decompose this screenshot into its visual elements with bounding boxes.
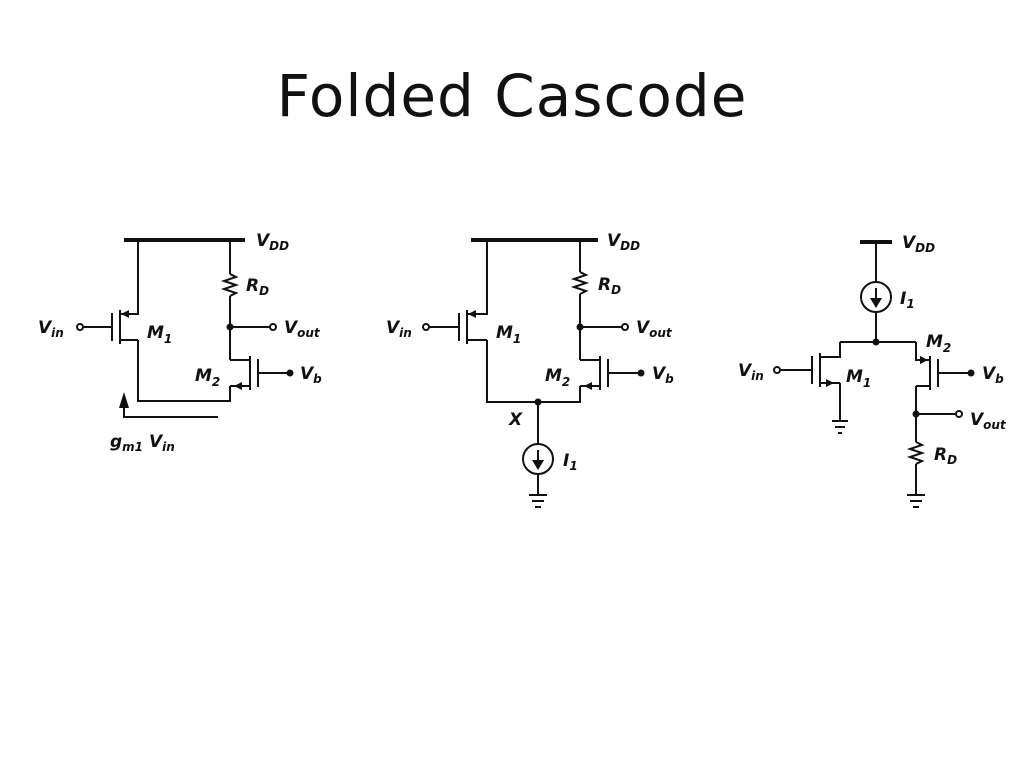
current-arrow-head — [119, 392, 129, 408]
rd-resistor — [570, 271, 590, 295]
m1-drain-wire — [826, 342, 841, 358]
m1-label: M1 — [496, 323, 521, 346]
i1-label: I1 — [900, 289, 915, 311]
i1-arrow-head — [870, 298, 882, 308]
m1-drain-wire — [476, 240, 488, 315]
rd-label: RD — [598, 275, 621, 297]
m1-transistor — [111, 310, 138, 344]
ground-symbol — [529, 494, 547, 508]
ground-symbol — [907, 494, 925, 508]
vdd-label: VDD — [256, 231, 289, 253]
m1-transistor — [458, 310, 487, 344]
rd-label: RD — [246, 276, 269, 298]
circuit-2: VDD Vin M1 X I1 — [386, 231, 674, 508]
vout-terminal — [955, 410, 963, 418]
vin-terminal — [76, 323, 84, 331]
vout-label: Vout — [970, 410, 1007, 432]
vin-label: Vin — [38, 318, 64, 340]
vout-terminal — [621, 323, 629, 331]
m1-label: M1 — [846, 367, 871, 390]
vb-terminal — [286, 369, 294, 377]
circuit-3: VDD I1 Vin M1 — [738, 233, 1007, 508]
vout-label: Vout — [636, 318, 673, 340]
current-label: gm1 Vin — [110, 432, 175, 454]
vb-label: Vb — [652, 364, 674, 386]
slide-title: Folded Cascode — [276, 62, 748, 130]
vout-label: Vout — [284, 318, 321, 340]
fold-wire — [137, 340, 231, 402]
m1-label: M1 — [147, 323, 172, 346]
vdd-label: VDD — [607, 231, 640, 253]
m2-transistor — [230, 356, 259, 390]
vb-label: Vb — [982, 364, 1004, 386]
vin-label: Vin — [386, 318, 412, 340]
vin-label: Vin — [738, 361, 764, 383]
rd-resistor — [906, 441, 926, 465]
current-arrow-line — [123, 408, 218, 418]
i1-arrow-head — [532, 460, 544, 470]
m2-label: M2 — [926, 332, 951, 355]
m2-label: M2 — [545, 366, 570, 389]
rd-label: RD — [934, 445, 957, 467]
vin-terminal — [773, 366, 781, 374]
vout-terminal — [269, 323, 277, 331]
vin-terminal — [422, 323, 430, 331]
m2-transistor — [916, 356, 939, 390]
m2-label: M2 — [195, 366, 220, 389]
fold-wire — [486, 340, 581, 403]
m1-drain-wire — [126, 240, 139, 315]
ground-symbol-m1 — [832, 420, 848, 434]
vdd-label: VDD — [902, 233, 935, 255]
m2-transistor — [580, 356, 609, 390]
vb-terminal — [637, 369, 645, 377]
i1-label: I1 — [563, 451, 578, 473]
circuit-1: VDD Vin M1 RD Vo — [38, 231, 322, 454]
m1-transistor — [811, 353, 840, 387]
vb-label: Vb — [300, 364, 322, 386]
vb-terminal — [967, 369, 975, 377]
rd-resistor — [220, 273, 240, 297]
node-x-label: X — [508, 410, 523, 430]
